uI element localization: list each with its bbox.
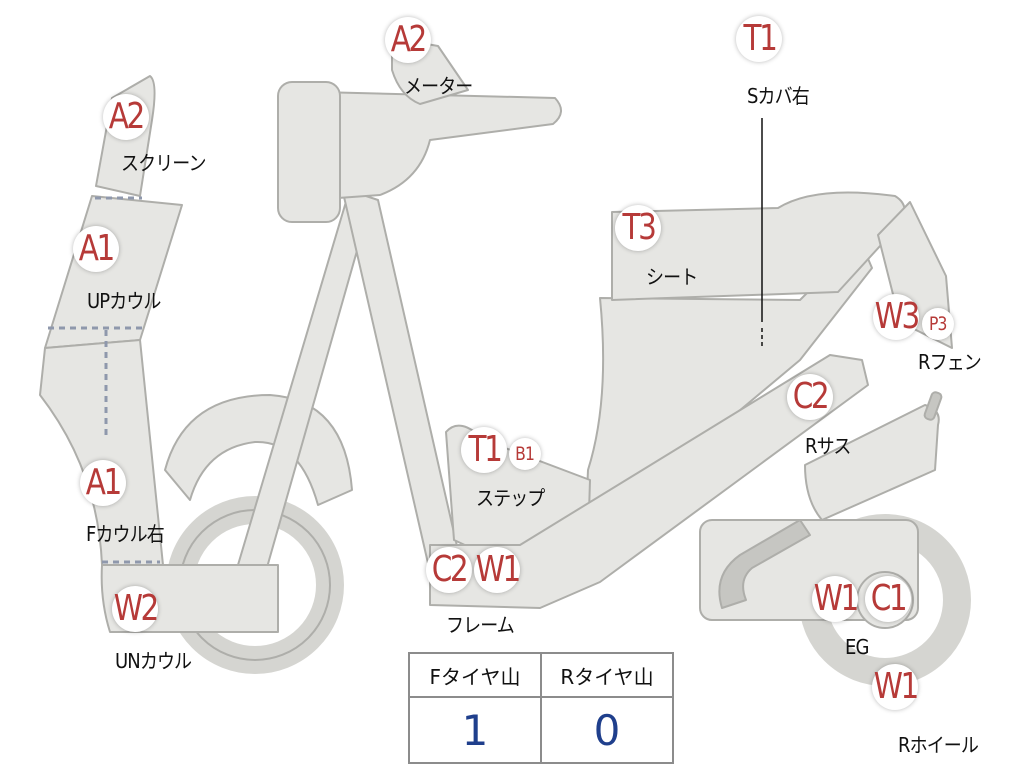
up-cowl-label: UPカウル bbox=[87, 289, 161, 313]
handlebar bbox=[317, 91, 562, 199]
step-code-badge-2: B1 bbox=[509, 438, 541, 470]
up-cowl-part bbox=[44, 195, 183, 349]
engine-label: EG bbox=[845, 635, 869, 659]
front-frame-tube bbox=[341, 187, 463, 573]
r-suspension-label: Rサス bbox=[805, 434, 851, 458]
meter-code-badge: A2 bbox=[385, 17, 431, 63]
step-code-badge-1: T1 bbox=[461, 427, 507, 473]
engine-code-badge-2: C1 bbox=[865, 576, 911, 622]
frame-part bbox=[429, 354, 869, 609]
frame-code-badge-2: W1 bbox=[474, 547, 521, 593]
r-wheel-code-badge: W1 bbox=[872, 664, 919, 710]
screen-code-badge: A2 bbox=[103, 94, 149, 140]
handle-grip bbox=[277, 81, 341, 223]
un-cowl-label: UNカウル bbox=[115, 649, 192, 673]
seat-label: シート bbox=[646, 265, 698, 289]
frame-label: フレーム bbox=[446, 613, 515, 637]
frame-code-badge-1: C2 bbox=[426, 547, 472, 593]
r-fender-label: Rフェン bbox=[918, 350, 982, 374]
front-tire-header: Fタイヤ山 bbox=[408, 652, 542, 698]
rear-tire-header: Rタイヤ山 bbox=[540, 652, 674, 698]
suspension-rod bbox=[923, 391, 943, 421]
rear-tire-value: 0 bbox=[540, 696, 674, 764]
engine-code-badge-1: W1 bbox=[812, 576, 859, 622]
step-label: ステップ bbox=[476, 486, 545, 510]
seat-code-badge: T3 bbox=[615, 205, 661, 251]
s-cover-label: Sカバ右 bbox=[747, 84, 810, 108]
muffler bbox=[718, 519, 811, 609]
front-fender bbox=[164, 394, 353, 506]
up-cowl-code-badge: A1 bbox=[73, 226, 119, 272]
un-cowl-code-badge: W2 bbox=[112, 586, 159, 632]
r-suspension-code-badge: C2 bbox=[787, 374, 833, 420]
f-cowl-code-badge: A1 bbox=[80, 460, 126, 506]
f-cowl-label: Fカウル右 bbox=[86, 522, 165, 546]
screen-label: スクリーン bbox=[121, 151, 207, 175]
front-tire-value: 1 bbox=[408, 696, 542, 764]
s-cover-code-badge: T1 bbox=[736, 16, 782, 62]
rear-suspension-part bbox=[804, 404, 940, 521]
r-fender-code-badge-2: P3 bbox=[922, 308, 954, 340]
tire-tread-table: Fタイヤ山 Rタイヤ山 1 0 bbox=[408, 652, 674, 764]
r-fender-code-badge-1: W3 bbox=[873, 294, 920, 340]
r-wheel-label: Rホイール bbox=[898, 733, 979, 757]
meter-label: メーター bbox=[404, 74, 473, 98]
